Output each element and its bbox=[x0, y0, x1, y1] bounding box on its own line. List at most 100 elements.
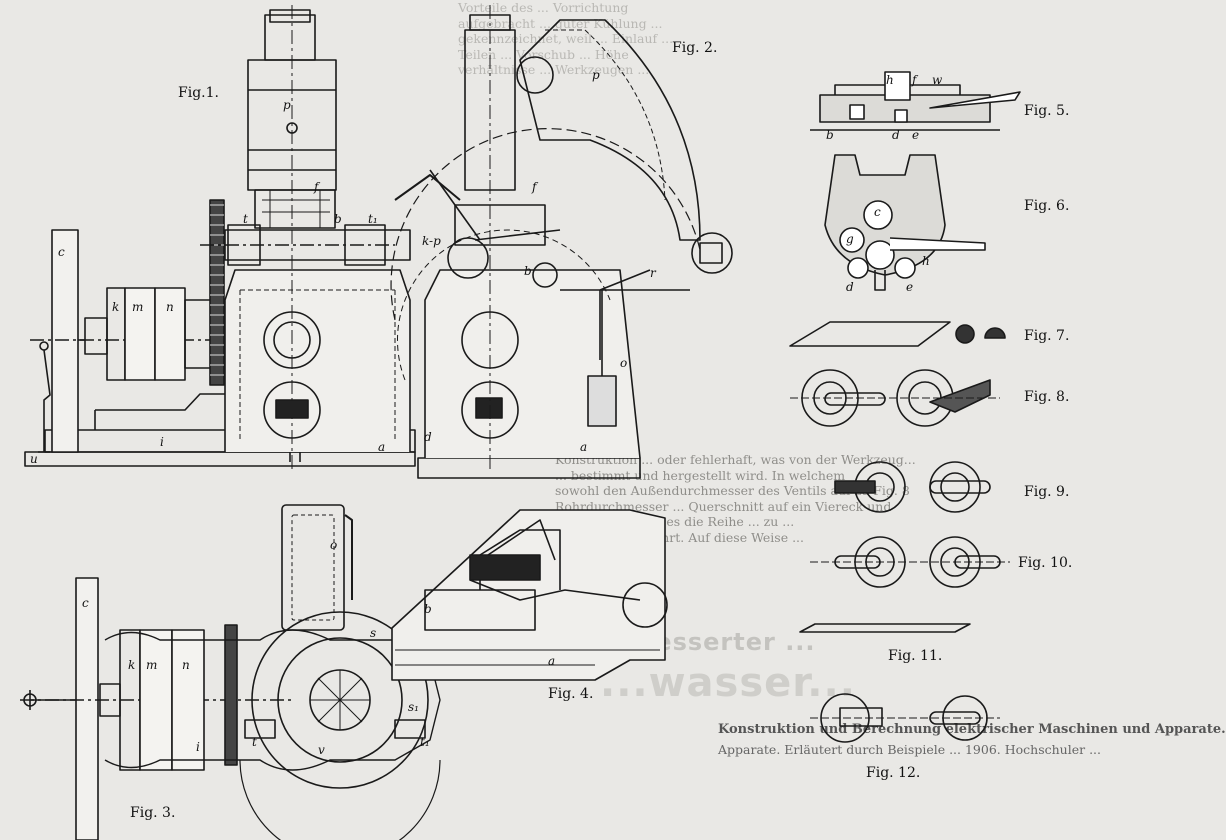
label-d-fig6: d bbox=[846, 280, 854, 294]
fig2-body bbox=[424, 269, 641, 459]
label-e-fig5: e bbox=[912, 128, 920, 142]
label-k-fig1: k bbox=[112, 300, 120, 314]
label-d-fig2: d bbox=[424, 430, 432, 444]
fig2-port-lower-block bbox=[475, 397, 503, 419]
fig5-drawing bbox=[810, 71, 1021, 131]
fig2-gear-b bbox=[532, 262, 558, 288]
caption-fig7: Fig. 7. bbox=[1024, 328, 1070, 344]
fig3-drawing bbox=[20, 504, 441, 840]
label-b-fig4: b bbox=[424, 602, 432, 616]
fig7-plate bbox=[789, 321, 951, 347]
caption-fig12: Fig. 12. bbox=[866, 765, 921, 781]
label-n-fig3: n bbox=[182, 658, 190, 672]
label-s-fig3: s bbox=[370, 626, 377, 640]
fig12-drawing bbox=[810, 693, 1000, 743]
caption-fig9: Fig. 9. bbox=[1024, 484, 1070, 500]
fig3-base-outline bbox=[104, 629, 441, 771]
fig7-half bbox=[984, 327, 1006, 339]
fig1-top-cap bbox=[264, 14, 316, 61]
label-a-fig2: a bbox=[580, 440, 588, 454]
label-i-fig3: i bbox=[196, 740, 200, 754]
fig1-gear-teeth bbox=[210, 204, 224, 376]
fig3-lever-s bbox=[344, 514, 353, 600]
label-r-fig2: r bbox=[650, 266, 656, 280]
label-a-fig1: a bbox=[378, 440, 386, 454]
fig9-bar-b bbox=[929, 480, 991, 494]
fig3-arc bbox=[239, 759, 441, 840]
caption-fig3: Fig. 3. bbox=[130, 805, 176, 821]
fig1-port-upper bbox=[263, 311, 321, 369]
label-s1-fig3: s₁ bbox=[408, 700, 419, 714]
fig2-guard-arc bbox=[390, 128, 701, 321]
caption-fig4: Fig. 4. bbox=[548, 686, 594, 702]
label-k-fig3: k bbox=[128, 658, 136, 672]
fig2-linkage bbox=[429, 169, 690, 360]
label-t1-fig1: t₁ bbox=[368, 212, 378, 226]
fig2-lever bbox=[394, 174, 461, 201]
fig1-body bbox=[224, 269, 411, 452]
label-f-fig2: f bbox=[532, 180, 537, 194]
fig1-pulley-n bbox=[154, 287, 186, 381]
fig6-hole-center bbox=[865, 240, 895, 270]
fig2-housing-inner bbox=[545, 29, 666, 201]
fig2-drawing bbox=[390, 5, 733, 479]
fig9-bar-a bbox=[834, 480, 876, 494]
label-n-fig1: n bbox=[166, 300, 174, 314]
caption-fig6: Fig. 6. bbox=[1024, 198, 1070, 214]
fig1-body-dash bbox=[239, 289, 396, 440]
caption-fig1: Fig.1. bbox=[178, 85, 219, 101]
fig1-lever bbox=[38, 349, 51, 453]
label-f-fig1: f bbox=[314, 180, 319, 194]
label-v-fig3: v bbox=[318, 743, 325, 757]
fig3-gear bbox=[224, 624, 238, 766]
fig3-gear-t bbox=[244, 719, 276, 739]
caption-fig10: Fig. 10. bbox=[1018, 555, 1073, 571]
fig1-feet bbox=[289, 452, 301, 462]
caption-fig2: Fig. 2. bbox=[672, 40, 718, 56]
label-e-fig6: e bbox=[906, 280, 914, 294]
label-t-fig3: t bbox=[252, 735, 257, 749]
fig7-round bbox=[955, 324, 975, 344]
label-p-fig2: p bbox=[592, 68, 600, 82]
fig3-column-ring bbox=[251, 611, 429, 789]
scan-page: Vorteile des ... Vorrichtung aufgebracht… bbox=[20, 0, 1226, 840]
fig2-housing bbox=[519, 19, 701, 241]
fig6-tool bbox=[889, 237, 986, 251]
label-h-fig5: h bbox=[886, 73, 894, 87]
fig11-plate bbox=[799, 623, 971, 633]
fig6-hole-c bbox=[863, 200, 893, 230]
label-d-fig5: d bbox=[892, 128, 900, 142]
label-b-fig5: b bbox=[826, 128, 834, 142]
fig6-stem bbox=[874, 270, 886, 291]
bg-heading-lower-2: Apparate. Erläutert durch Beispiele ... … bbox=[718, 742, 1101, 757]
fig3-pulley-n bbox=[171, 629, 205, 771]
fig6-drawing bbox=[824, 154, 986, 291]
ghost-advert-2: ...wasser... bbox=[600, 660, 856, 706]
caption-fig8: Fig. 8. bbox=[1024, 389, 1070, 405]
label-p-fig1: p bbox=[283, 98, 291, 112]
caption-fig5: Fig. 5. bbox=[1024, 103, 1070, 119]
bg-line: Rohrdurchmesser ... Querschnitt auf ein … bbox=[555, 498, 892, 514]
bg-line: sowohl den Außendurchmesser des Ventils … bbox=[555, 483, 910, 498]
label-u-fig1: u bbox=[30, 452, 38, 466]
label-b-fig1: b bbox=[334, 212, 342, 226]
fig9-ring-b bbox=[929, 461, 981, 513]
fig1-collar bbox=[84, 317, 108, 355]
fig4-base bbox=[391, 509, 666, 681]
fig1-carriage bbox=[254, 189, 336, 229]
fig6-hole-e bbox=[894, 257, 916, 279]
bg-line: Konstruktion ... oder fehlerhaft, was vo… bbox=[555, 452, 916, 467]
fig4-frame bbox=[469, 554, 541, 581]
fig2-base bbox=[417, 457, 641, 479]
fig1-gear bbox=[209, 199, 225, 386]
fig1-lever-knob bbox=[39, 341, 49, 351]
fig1-base bbox=[24, 451, 416, 467]
fig2-knob bbox=[516, 56, 554, 94]
label-c-fig6: c bbox=[874, 205, 881, 219]
fig1-bed bbox=[94, 393, 225, 430]
fig2-right-block bbox=[699, 242, 723, 264]
fig7-drawing bbox=[789, 321, 1006, 347]
fig3-gear-t1 bbox=[394, 719, 426, 739]
fig3-housing bbox=[281, 504, 345, 631]
fig8-tool bbox=[929, 379, 991, 413]
